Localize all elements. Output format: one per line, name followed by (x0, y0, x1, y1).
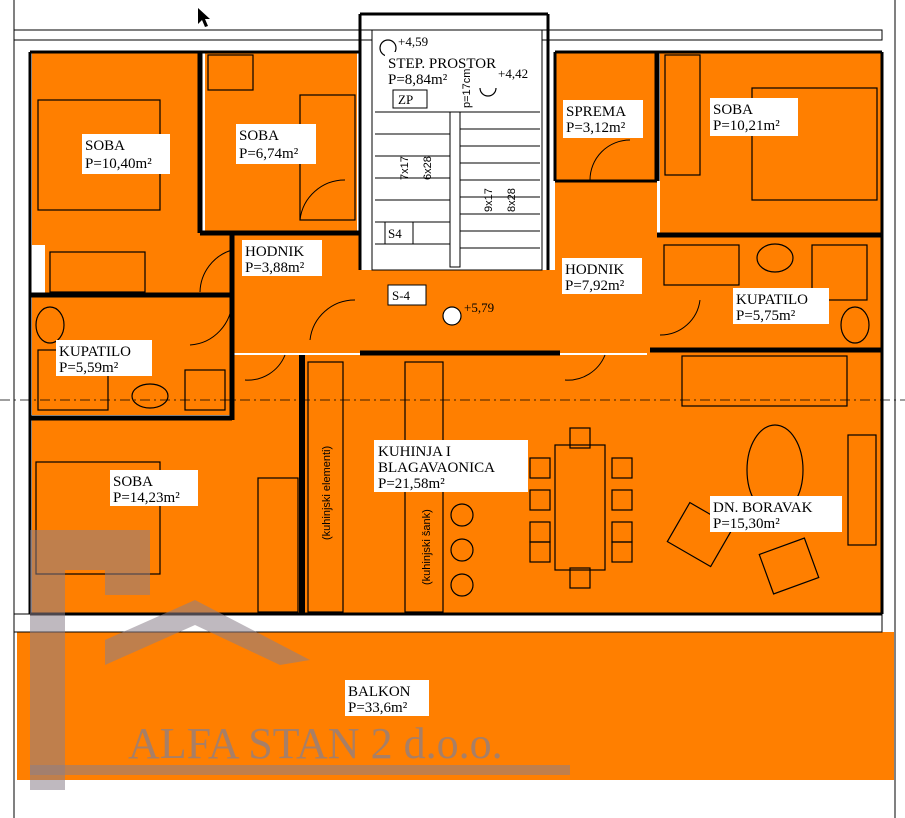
room-name-kupatilo-2: KUPATILO (736, 292, 808, 308)
zp-label: ZP (398, 92, 413, 107)
chair-icon (611, 541, 633, 563)
kuhinjski-elementi-label: (kuhinjski elementi) (321, 446, 333, 540)
room-area-hodnik-2: P=7,92m² (565, 278, 625, 294)
room-name-soba-4: SOBA (113, 474, 153, 490)
room-name-hodnik-2: HODNIK (565, 262, 624, 278)
chair-icon (611, 489, 633, 511)
annotations: +4,59 +4,42 +5,79 ZP S4 S-4 7x17 6x28 9x… (321, 34, 528, 585)
s-4-label: S-4 (392, 288, 411, 303)
fill-balkon (17, 632, 894, 780)
room-name-kupatilo-1: KUPATILO (59, 344, 131, 360)
room-area-balkon: P=33,6m² (348, 700, 408, 716)
stair-label-b2: 8x28 (506, 188, 518, 212)
level-label-2: +4,42 (498, 66, 528, 81)
dining-table-icon (554, 444, 606, 571)
room-name-balkon: BALKON (348, 684, 411, 700)
room-area-kupatilo-2: P=5,75m² (736, 308, 796, 324)
room-name-soba-3: SOBA (713, 102, 753, 118)
fill-soba-3 (660, 53, 882, 235)
kuhinjski-sank-label: (kuhinjski šank) (421, 509, 433, 585)
room-area-soba-2: P=6,74m² (239, 146, 299, 162)
bed-icon (751, 87, 878, 201)
fill-hall-gap (232, 355, 302, 420)
watermark-underline (30, 765, 570, 775)
wardrobe-icon (257, 477, 299, 613)
shower-icon (811, 244, 868, 301)
wardrobe-icon (49, 251, 146, 293)
room-area-soba-1: P=10,40m² (85, 156, 152, 172)
watermark: ALFA STAN 2 d.o.o. (30, 530, 570, 790)
sofa-icon (681, 355, 848, 407)
fill-left-closet (45, 245, 230, 295)
room-area-hodnik-1: P=3,88m² (245, 260, 305, 276)
level-marker-icon (442, 306, 462, 326)
s4-label: S4 (388, 226, 402, 241)
sink-icon (131, 383, 169, 409)
room-name-boravak: DN. BORAVAK (713, 500, 813, 516)
room-area-sprema: P=3,12m² (566, 120, 626, 136)
appliance-icon (663, 244, 740, 286)
toilet-icon (840, 306, 870, 344)
room-area-kuhinja: P=21,58m² (378, 476, 445, 492)
room-area-soba-4: P=14,23m² (113, 490, 180, 506)
room-labels: SOBA P=10,40m² SOBA P=6,74m² STEP. PROST… (56, 52, 842, 716)
chair-icon (611, 457, 633, 479)
slope-label: p=17cm (461, 69, 473, 108)
chair-icon (529, 541, 551, 563)
chair-icon (529, 457, 551, 479)
stair-steps-right (460, 111, 540, 249)
room-name-soba-2: SOBA (239, 128, 279, 144)
house-logo-icon (30, 530, 310, 790)
door-swings (189, 139, 701, 381)
room-name-kuhinja-line1: KUHINJA I (378, 444, 451, 460)
sink-icon (756, 243, 794, 273)
wardrobe-icon (664, 54, 701, 176)
chair-icon (569, 427, 591, 449)
bar-stools (450, 503, 474, 597)
stair-label-b1: 9x17 (483, 188, 495, 212)
room-name-kuhinja-line2: BLAGAVAONICA (378, 460, 495, 476)
mouse-cursor-icon (198, 8, 210, 27)
room-area-stair: P=8,84m² (388, 72, 448, 88)
dining-chairs (529, 427, 633, 589)
stool-icon (450, 503, 474, 527)
room-area-soba-3: P=10,21m² (713, 118, 780, 134)
bed-icon (35, 461, 161, 575)
armchair-icon (758, 537, 820, 595)
toilet-icon (35, 306, 65, 344)
stair-label-a2: 6x28 (422, 156, 434, 180)
stool-icon (450, 573, 474, 597)
washer-icon (184, 369, 226, 411)
desk-icon (207, 54, 254, 91)
chair-icon (529, 489, 551, 511)
tv-stand-icon (847, 434, 877, 546)
stair-label-a1: 7x17 (399, 156, 411, 180)
room-name-hodnik-1: HODNIK (245, 244, 304, 260)
fill-soba-4 (32, 418, 302, 613)
kitchen-counter-icon (307, 361, 344, 613)
room-name-soba-1: SOBA (85, 138, 125, 154)
chair-icon (569, 567, 591, 589)
room-name-stair: STEP. PROSTOR (388, 56, 496, 72)
room-name-sprema: SPREMA (566, 104, 626, 120)
stool-icon (450, 538, 474, 562)
level-label-3: +5,79 (464, 300, 494, 315)
room-area-boravak: P=15,30m² (713, 516, 780, 532)
level-label-1: +4,59 (398, 34, 428, 49)
watermark-text: ALFA STAN 2 d.o.o. (128, 719, 503, 768)
room-area-kupatilo-1: P=5,59m² (59, 360, 119, 376)
